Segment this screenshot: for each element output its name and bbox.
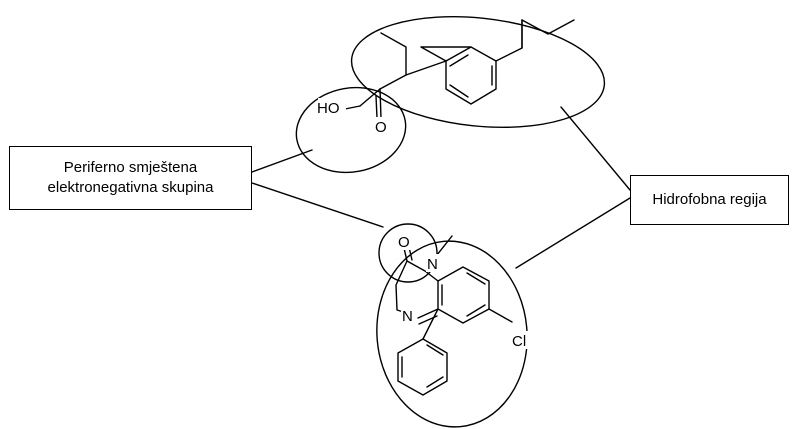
peripheral-label-line1: Periferno smještena xyxy=(63,159,198,176)
hydrophobic-label: Hidrofobna regija xyxy=(652,191,767,208)
hydroxyl-label: HO xyxy=(317,100,340,117)
chlorobenzene-ring xyxy=(437,266,490,324)
connector-right-to-aryl xyxy=(560,106,631,191)
peripheral-electronegative-group-label-box: Periferno smještena elektronegativna sku… xyxy=(9,146,252,210)
aromatic-double-bond xyxy=(466,272,486,285)
imine-nitrogen-label: N xyxy=(402,308,413,325)
alpha-carbon-bond xyxy=(379,74,407,90)
isobutyl-chain xyxy=(495,19,575,62)
benzodiazepine-ellipse xyxy=(376,240,528,428)
aromatic-double-bond xyxy=(426,376,444,388)
carboxyl-c-o-double-bond xyxy=(379,88,382,119)
diazepam-carbonyl-oxygen-label: O xyxy=(398,234,410,251)
carbonyl-oxygen-label: O xyxy=(375,119,387,136)
c-cl-bond xyxy=(488,308,513,323)
aromatic-double-bond xyxy=(466,304,486,317)
n-methyl-nitrogen-label: N xyxy=(427,256,438,273)
aromatic-double-bond xyxy=(449,54,469,67)
aromatic-double-bond xyxy=(426,344,444,356)
connector-right-to-benzodiazepine xyxy=(515,197,631,269)
carboxyl-c-o-double-bond xyxy=(375,95,378,119)
chlorine-label: Cl xyxy=(512,333,526,350)
hydrophobic-aryl-ellipse xyxy=(350,15,606,129)
ibuprofen-benzene-ring xyxy=(420,46,497,105)
carboxyl-c-oh-bond xyxy=(359,88,381,107)
carboxyl-ellipse xyxy=(295,86,407,174)
phenyl-attachment-bond xyxy=(422,308,439,340)
propionic-chain xyxy=(380,32,447,76)
phenyl-ring xyxy=(397,338,448,396)
diazepam-structure xyxy=(395,235,513,396)
diazepine-ring xyxy=(395,260,439,315)
ibuprofen-structure xyxy=(339,19,575,119)
hydrophobic-region-label-box: Hidrofobna regija xyxy=(630,175,789,225)
peripheral-label-line2: elektronegativna skupina xyxy=(47,179,214,196)
connector-left-to-carbonyl xyxy=(251,182,384,228)
c-n-imine-double-bond xyxy=(417,308,439,319)
aromatic-double-bond xyxy=(449,84,469,98)
carbonyl-ellipse xyxy=(378,223,438,283)
